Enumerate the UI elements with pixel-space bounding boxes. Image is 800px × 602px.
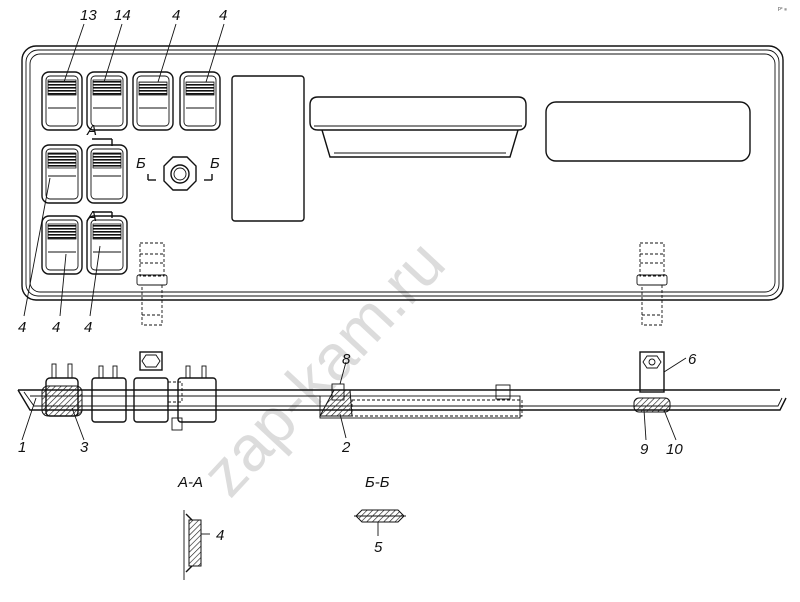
leaders-side <box>21 357 687 441</box>
callout-2: 2 <box>341 439 351 456</box>
switch-4-mid-b[interactable] <box>86 144 128 204</box>
section-b-b-drawing <box>354 509 406 536</box>
switch-4-top-a[interactable] <box>132 71 174 131</box>
bracket-right-front <box>636 242 668 326</box>
bracket-right-side <box>633 351 671 413</box>
switch-4-mid-a[interactable] <box>41 144 83 204</box>
callout-4-top-a: 4 <box>172 7 180 24</box>
callout-13: 13 <box>80 7 97 24</box>
corner-mark: pᶜ ᵢᵢᵢᵢ <box>778 6 787 12</box>
callout-10: 10 <box>666 441 683 458</box>
callout-14: 14 <box>114 7 131 24</box>
callout-3: 3 <box>80 439 89 456</box>
panel-handle <box>309 96 527 158</box>
switch-13[interactable] <box>41 71 83 131</box>
switch-body-side-4 <box>167 365 217 431</box>
callout-6: 6 <box>688 351 697 368</box>
watermark: zap-kam.ru <box>188 226 459 509</box>
part-2-insert <box>319 383 353 417</box>
callout-4-bot-a: 4 <box>18 319 26 336</box>
callout-8: 8 <box>342 351 351 368</box>
switch-body-side-2 <box>91 365 127 423</box>
bracket-left-front <box>136 242 168 326</box>
callout-4-top-b: 4 <box>219 7 227 24</box>
display-window-right <box>545 101 751 162</box>
display-window-left <box>231 75 305 222</box>
section-title-a-a: А-А <box>177 474 203 491</box>
callout-4-section: 4 <box>216 527 224 544</box>
octagon-nut-front <box>147 156 213 191</box>
callout-9: 9 <box>640 441 649 458</box>
callout-5: 5 <box>374 539 383 556</box>
switch-body-side-3 <box>133 351 169 423</box>
leaders-front <box>23 23 225 317</box>
switch-4-bot-a[interactable] <box>41 215 83 275</box>
section-title-b-b: Б-Б <box>365 474 390 491</box>
switch-body-side-1 <box>41 363 83 417</box>
section-mark-b-left: Б <box>136 155 146 172</box>
panel-front-view <box>21 45 784 301</box>
section-a-a-drawing <box>183 510 210 580</box>
section-line-a <box>92 138 113 218</box>
switch-4-top-b[interactable] <box>179 71 221 131</box>
callout-1: 1 <box>18 439 26 456</box>
callout-4-bot-b: 4 <box>52 319 60 336</box>
callout-4-bot-c: 4 <box>84 319 92 336</box>
section-mark-a-upper: А <box>86 122 97 139</box>
section-mark-a-lower: А <box>86 208 97 225</box>
switch-4-bot-b[interactable] <box>86 215 128 275</box>
panel-side-view <box>17 384 787 419</box>
section-mark-b-right: Б <box>210 155 220 172</box>
